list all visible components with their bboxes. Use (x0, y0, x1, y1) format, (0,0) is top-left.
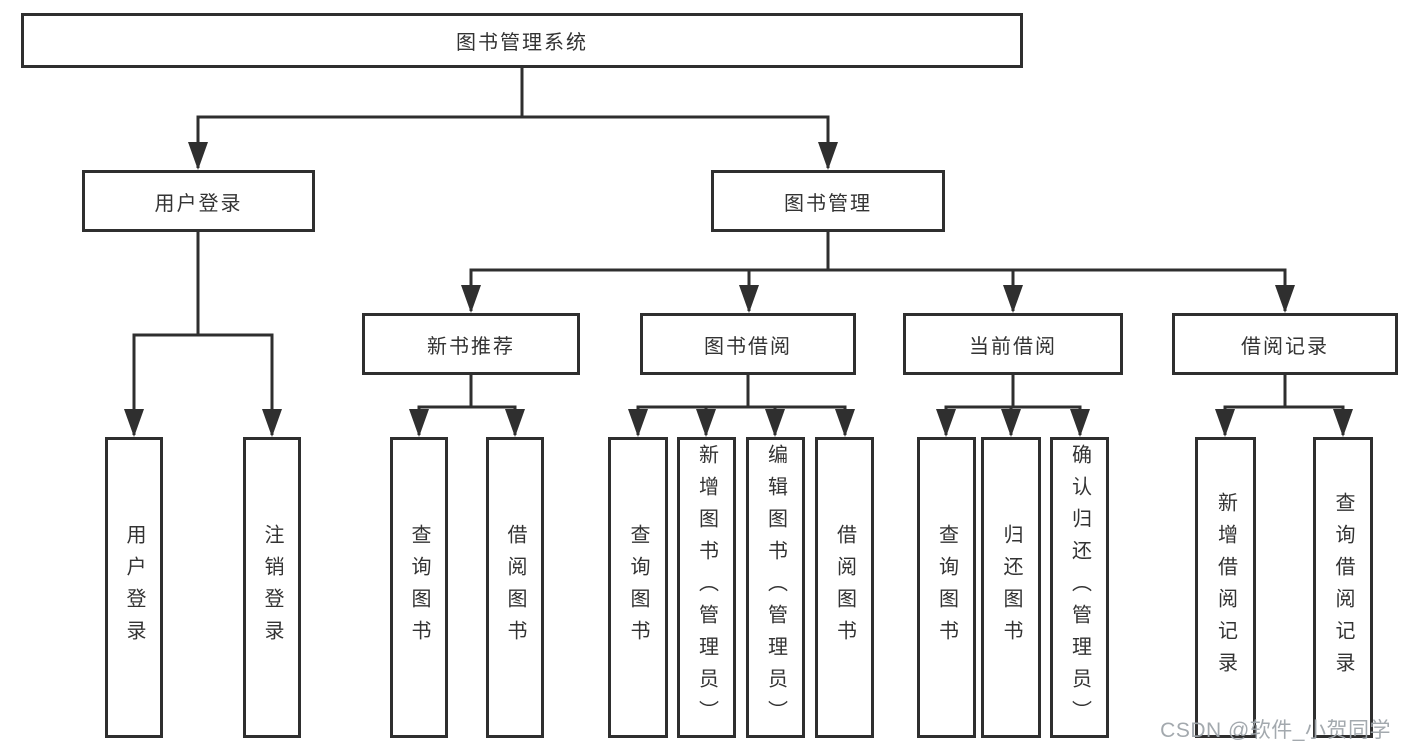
node-label: 图书管理 (784, 192, 872, 215)
node-label: 图书管理系统 (456, 32, 588, 54)
node-root-system: 图书管理系统 (21, 13, 1023, 68)
node-new-book-recommend: 新书推荐 (362, 313, 580, 375)
node-label: 借阅图书 (833, 523, 856, 652)
node-label: 查询图书 (935, 523, 958, 652)
leaf-borrow-books-recommend: 借阅图书 (486, 437, 544, 738)
node-label: 查询图书 (627, 523, 649, 652)
leaf-query-books-recommend: 查询图书 (390, 437, 448, 738)
node-label: 用户登录 (123, 523, 145, 652)
leaf-query-books-current: 查询图书 (917, 437, 976, 738)
node-label: 借阅记录 (1241, 335, 1329, 358)
node-user-login: 用户登录 (82, 170, 315, 232)
node-borrowing-records: 借阅记录 (1172, 313, 1398, 375)
connector-arrows (124, 117, 1353, 437)
leaf-logout: 注销登录 (243, 437, 301, 738)
leaf-add-book-admin: 新增图书（管理员） (677, 437, 736, 738)
node-label: 注销登录 (261, 523, 283, 652)
leaf-borrow-books-borrowing: 借阅图书 (815, 437, 874, 738)
node-label: 用户登录 (154, 192, 243, 215)
leaf-confirm-return-admin: 确认归还（管理员） (1050, 437, 1109, 738)
node-current-borrowing: 当前借阅 (903, 313, 1123, 375)
node-label: 新书推荐 (427, 335, 515, 358)
node-label: 图书借阅 (704, 335, 792, 358)
node-label: 归还图书 (1000, 523, 1022, 652)
leaf-return-books: 归还图书 (981, 437, 1041, 738)
node-label: 新增图书（管理员） (695, 443, 718, 732)
leaf-query-books-borrowing: 查询图书 (608, 437, 668, 738)
leaf-query-borrow-record: 查询借阅记录 (1313, 437, 1373, 738)
leaf-add-borrow-record: 新增借阅记录 (1195, 437, 1256, 738)
node-label: 查询借阅记录 (1332, 491, 1354, 684)
node-book-management: 图书管理 (711, 170, 945, 232)
leaf-edit-book-admin: 编辑图书（管理员） (746, 437, 805, 738)
leaf-user-login: 用户登录 (105, 437, 163, 738)
csdn-watermark: CSDN @软件_小贺同学 (1160, 719, 1391, 742)
node-label: 借阅图书 (504, 523, 526, 652)
node-label: 新增借阅记录 (1214, 491, 1237, 684)
node-label: 确认归还（管理员） (1068, 443, 1091, 732)
node-label: 编辑图书（管理员） (764, 443, 787, 732)
node-label: 当前借阅 (969, 335, 1057, 358)
node-label: 查询图书 (408, 523, 430, 652)
node-book-borrowing: 图书借阅 (640, 313, 856, 375)
